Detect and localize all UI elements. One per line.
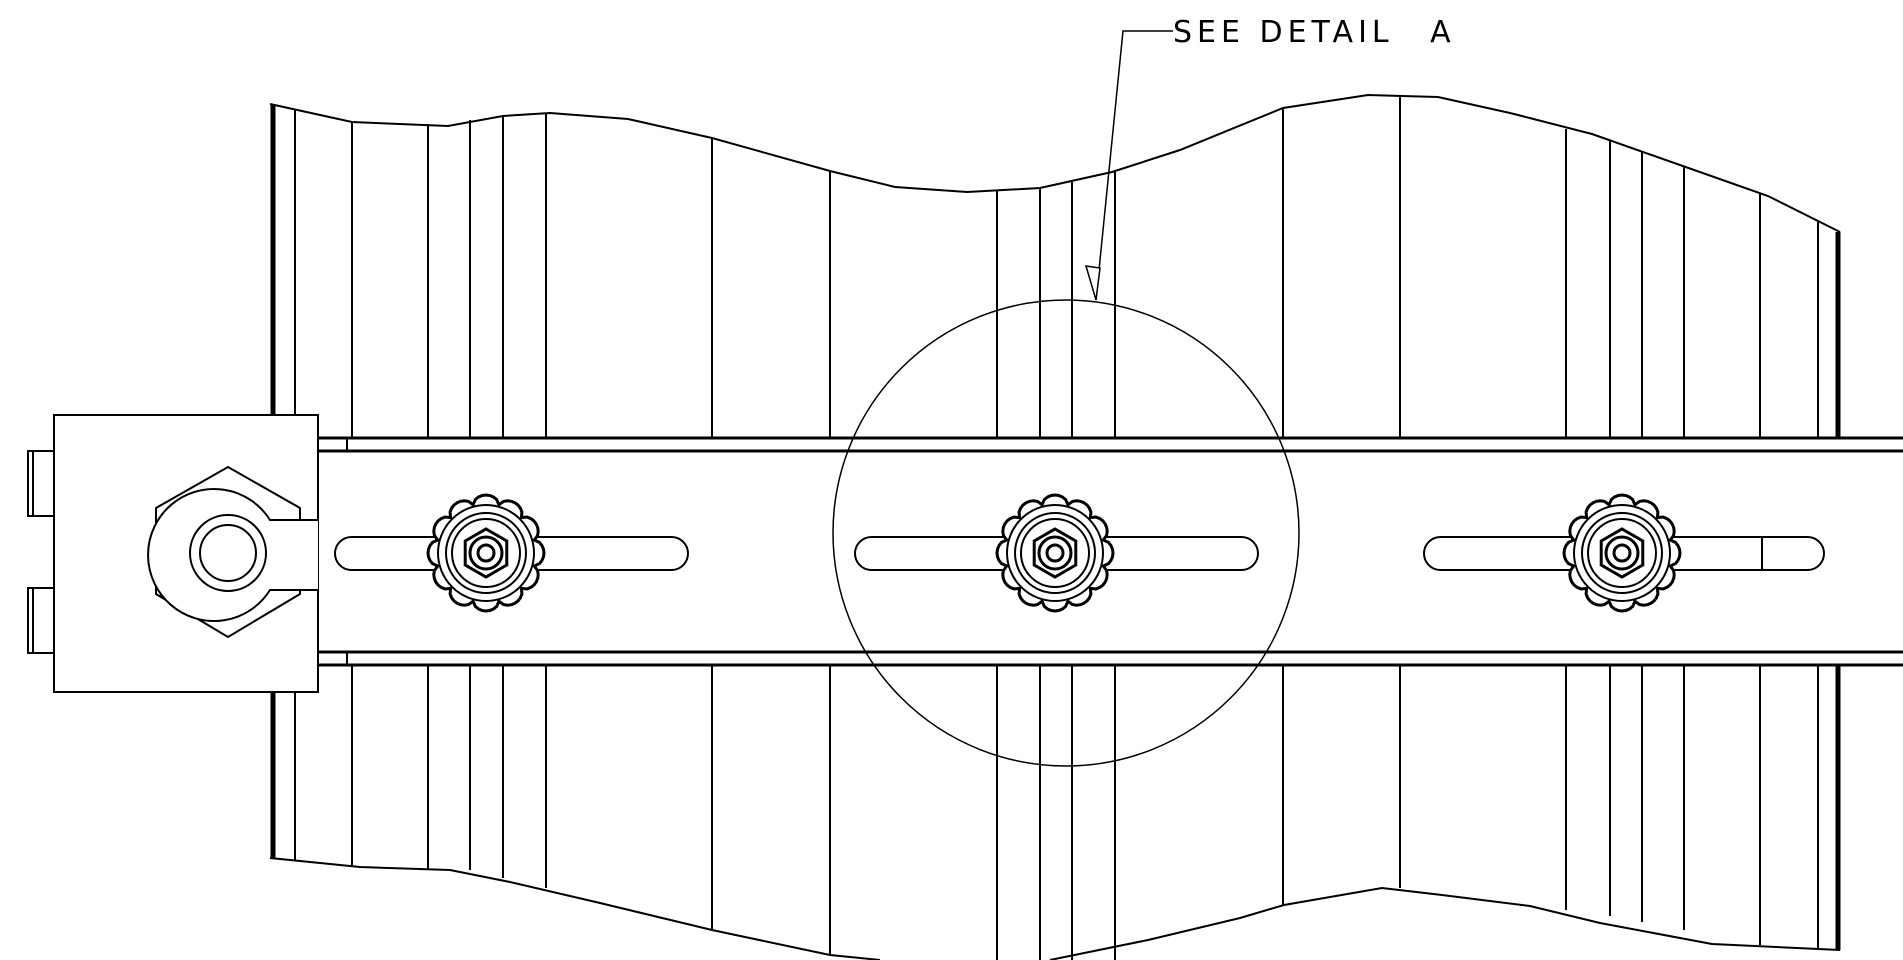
knob-center-2 [476,543,496,563]
fin-lines-upper [294,96,1819,438]
left-knob[interactable] [426,493,546,613]
bolt-inner [199,524,257,582]
detail-callout-label: A [1430,15,1456,50]
clamp-tab-bottom [27,587,55,654]
end-clamp[interactable] [27,414,319,693]
center-knob[interactable] [995,493,1115,613]
detail-callout: SEE DETAIL A [1173,15,1456,50]
panel-top-edge [269,93,1841,233]
leader-arrowhead [1084,265,1101,301]
panel-bottom-edge [269,857,1841,960]
knob-center-2 [1045,543,1065,563]
knob-center-2 [1612,543,1632,563]
clamp-tab-top [27,450,55,517]
detail-callout-prefix: SEE DETAIL [1173,15,1394,50]
fin-lines-lower [294,665,1819,960]
detail-a-circle[interactable] [832,299,1300,767]
right-knob[interactable] [1562,493,1682,613]
detail-leader [1084,30,1173,301]
